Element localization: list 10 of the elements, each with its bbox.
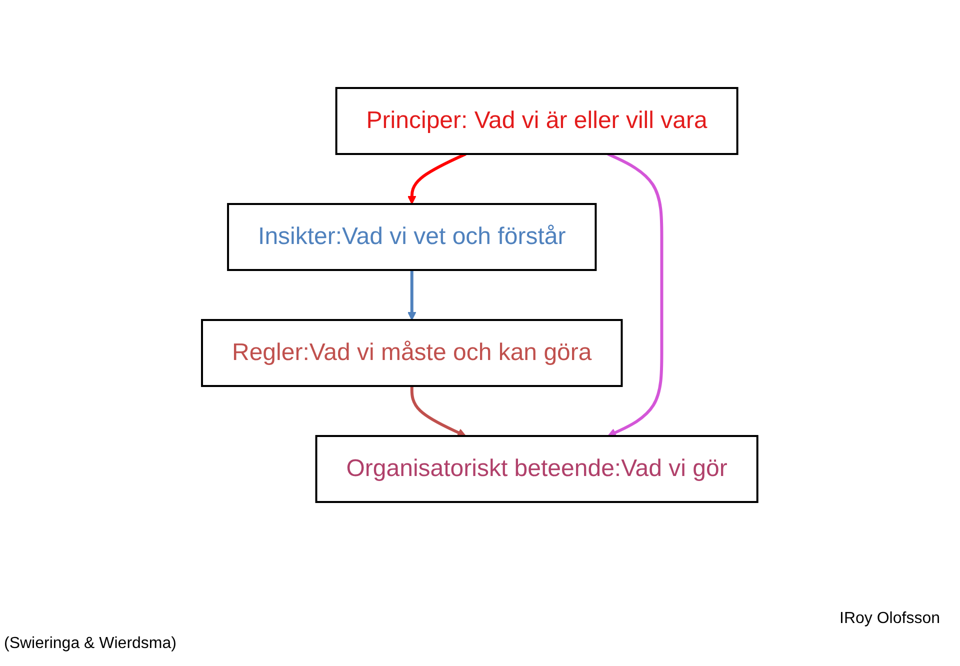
- node-box: Organisatoriskt beteende:Vad vi gör: [316, 435, 759, 503]
- node-box: Regler:Vad vi måste och kan göra: [201, 319, 624, 387]
- note-text: (Swieringa & Wierdsma): [4, 635, 176, 653]
- arrow: [608, 152, 664, 437]
- note-text: IRoy Olofsson: [840, 610, 940, 628]
- arrow: [410, 386, 466, 437]
- node-box: Insikter:Vad vi vet och förstår: [227, 203, 598, 271]
- arrow: [408, 270, 417, 320]
- node-box: Principer: Vad vi är eller vill vara: [336, 87, 739, 155]
- arrow: [408, 152, 467, 204]
